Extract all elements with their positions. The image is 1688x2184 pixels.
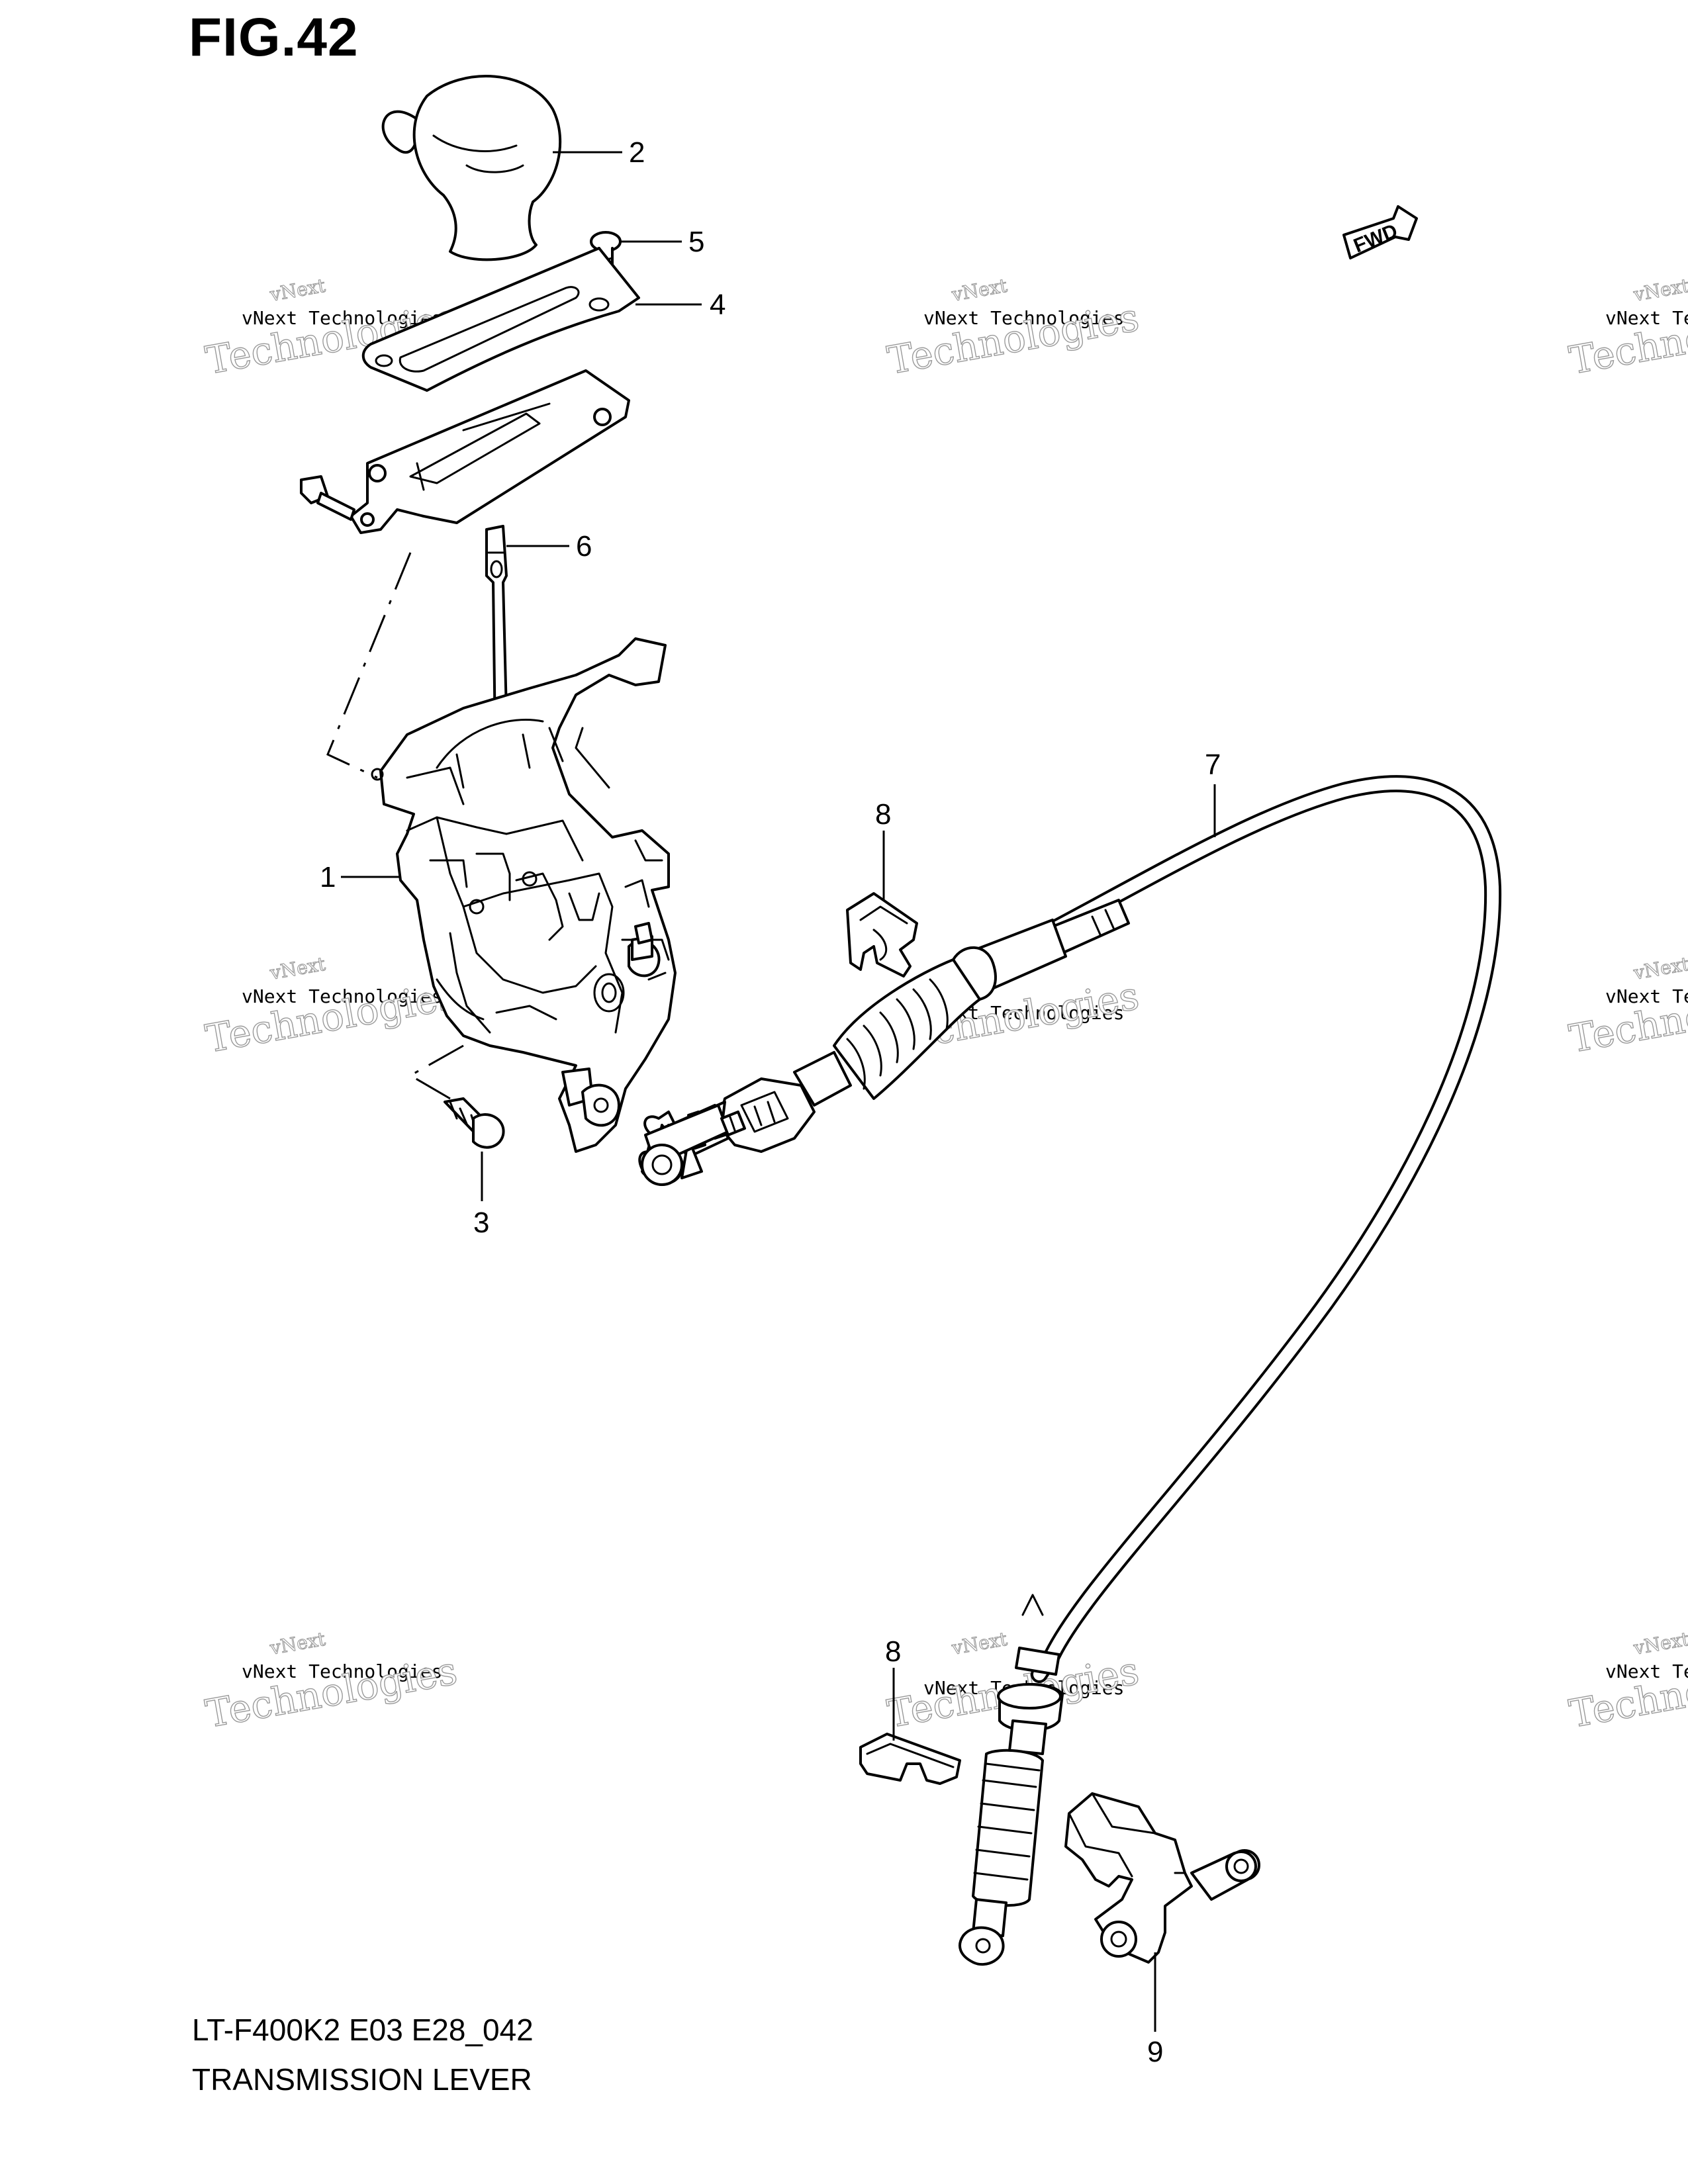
figure-title: FIG.42 bbox=[189, 7, 359, 68]
alignment-line-lower bbox=[408, 1044, 464, 1100]
callout-2: 2 bbox=[629, 136, 645, 169]
cable-bracket bbox=[1064, 1792, 1260, 1964]
cable-clip-upper bbox=[846, 892, 918, 978]
watermark-top-right: vNext vNext Technologies Technologies bbox=[1566, 274, 1688, 383]
svg-text:vNext: vNext bbox=[1632, 275, 1688, 306]
watermark-mid-left: vNext vNext Technologies Technologies bbox=[202, 952, 461, 1062]
svg-text:vNext Technologies: vNext Technologies bbox=[1605, 307, 1688, 329]
callout-4: 4 bbox=[710, 289, 726, 321]
forward-direction-arrow-icon: FWD bbox=[1342, 205, 1418, 259]
callout-8-upper: 8 bbox=[875, 798, 891, 831]
bolt bbox=[300, 475, 355, 521]
watermark-low-right: vNext vNext Technologies Technologies bbox=[1566, 1627, 1688, 1737]
gate-plate bbox=[361, 247, 640, 392]
callout-7: 7 bbox=[1205, 749, 1221, 781]
alignment-line-upper bbox=[326, 552, 412, 779]
svg-text:vNext: vNext bbox=[268, 953, 328, 984]
watermark-mid-right: vNext vNext Technologies Technologies bbox=[1566, 952, 1688, 1062]
upper-bracket-plate bbox=[350, 369, 630, 534]
shift-knob bbox=[381, 75, 562, 261]
callout-1: 1 bbox=[320, 861, 336, 893]
callout-5: 5 bbox=[688, 226, 704, 258]
section-title: TRANSMISSION LEVER bbox=[192, 2062, 532, 2097]
svg-text:vNext Technologies: vNext Technologies bbox=[242, 985, 442, 1007]
svg-text:vNext: vNext bbox=[950, 275, 1009, 306]
callout-6: 6 bbox=[576, 530, 592, 563]
svg-text:vNext: vNext bbox=[268, 275, 328, 306]
svg-text:vNext Technologies: vNext Technologies bbox=[242, 1661, 442, 1682]
shift-cable bbox=[638, 775, 1502, 1966]
shift-lever-housing bbox=[371, 637, 677, 1153]
svg-text:vNext: vNext bbox=[268, 1628, 328, 1659]
watermark-low-left: vNext vNext Technologies Technologies bbox=[202, 1627, 461, 1737]
callout-9: 9 bbox=[1147, 2036, 1163, 2068]
mounting-bolt bbox=[444, 1097, 505, 1149]
svg-text:vNext Technologies: vNext Technologies bbox=[1605, 985, 1688, 1007]
callout-3: 3 bbox=[473, 1206, 489, 1239]
cable-clip-lower bbox=[859, 1733, 961, 1785]
watermark-top-center: vNext vNext Technologies Technologies bbox=[884, 274, 1143, 383]
svg-text:vNext Technologies: vNext Technologies bbox=[923, 307, 1124, 329]
svg-text:vNext: vNext bbox=[950, 1628, 1009, 1659]
callout-8-lower: 8 bbox=[885, 1635, 901, 1668]
model-code: LT-F400K2 E03 E28_042 bbox=[192, 2013, 534, 2047]
svg-text:vNext Technologies: vNext Technologies bbox=[242, 307, 442, 329]
svg-text:vNext: vNext bbox=[1632, 953, 1688, 984]
svg-text:vNext: vNext bbox=[1632, 1628, 1688, 1659]
svg-text:vNext Technologies: vNext Technologies bbox=[1605, 1661, 1688, 1682]
